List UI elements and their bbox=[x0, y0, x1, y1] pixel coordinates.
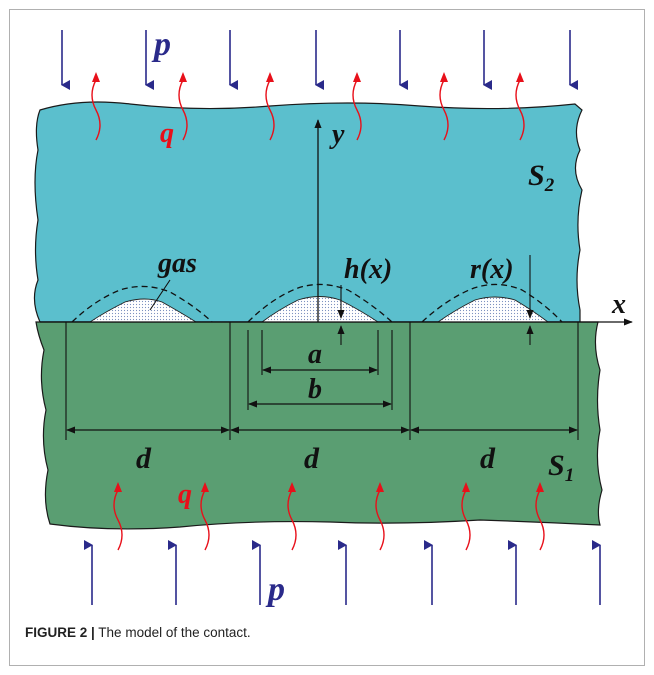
dashed-profile-2 bbox=[247, 283, 393, 323]
label-s2: S2 bbox=[528, 159, 555, 196]
gas-pocket-3 bbox=[436, 296, 550, 323]
label-gas: gas bbox=[157, 248, 197, 279]
figure-label: FIGURE 2 | bbox=[25, 625, 95, 640]
gas-pocket-2 bbox=[260, 296, 380, 323]
dashed-profile-3 bbox=[421, 283, 563, 323]
heat-arrows-bottom bbox=[113, 489, 545, 551]
heat-arrowheads-top bbox=[92, 72, 524, 82]
upper-body-s2 bbox=[33, 101, 583, 323]
label-y-axis: y bbox=[329, 119, 345, 150]
gas-pocket-1 bbox=[88, 298, 198, 323]
label-p-top: p bbox=[151, 26, 171, 63]
pressure-arrows-top bbox=[61, 30, 578, 90]
gas-leader bbox=[149, 279, 171, 311]
heat-arrows-top bbox=[91, 79, 525, 141]
label-d2: d bbox=[304, 442, 320, 475]
heat-arrowheads-bottom bbox=[114, 482, 544, 492]
label-b: b bbox=[308, 374, 322, 405]
label-h: h(x) bbox=[344, 254, 392, 285]
label-s1: S1 bbox=[548, 449, 574, 486]
figure-caption: FIGURE 2 | The model of the contact. bbox=[25, 625, 251, 640]
lower-body-s1 bbox=[35, 321, 603, 530]
label-p-bottom: p bbox=[265, 571, 285, 608]
caption-text: The model of the contact. bbox=[94, 625, 251, 640]
label-x-axis: x bbox=[611, 289, 626, 320]
label-q-bottom: q bbox=[178, 479, 192, 510]
figure-frame bbox=[9, 9, 645, 666]
label-q-top: q bbox=[160, 118, 174, 149]
label-a: a bbox=[308, 339, 322, 370]
label-r: r(x) bbox=[470, 254, 514, 285]
pressure-arrows-bottom bbox=[84, 540, 601, 605]
label-d3: d bbox=[480, 442, 496, 475]
label-d1: d bbox=[136, 442, 152, 475]
guide-lines bbox=[65, 322, 579, 440]
dashed-profile-1 bbox=[71, 285, 213, 323]
